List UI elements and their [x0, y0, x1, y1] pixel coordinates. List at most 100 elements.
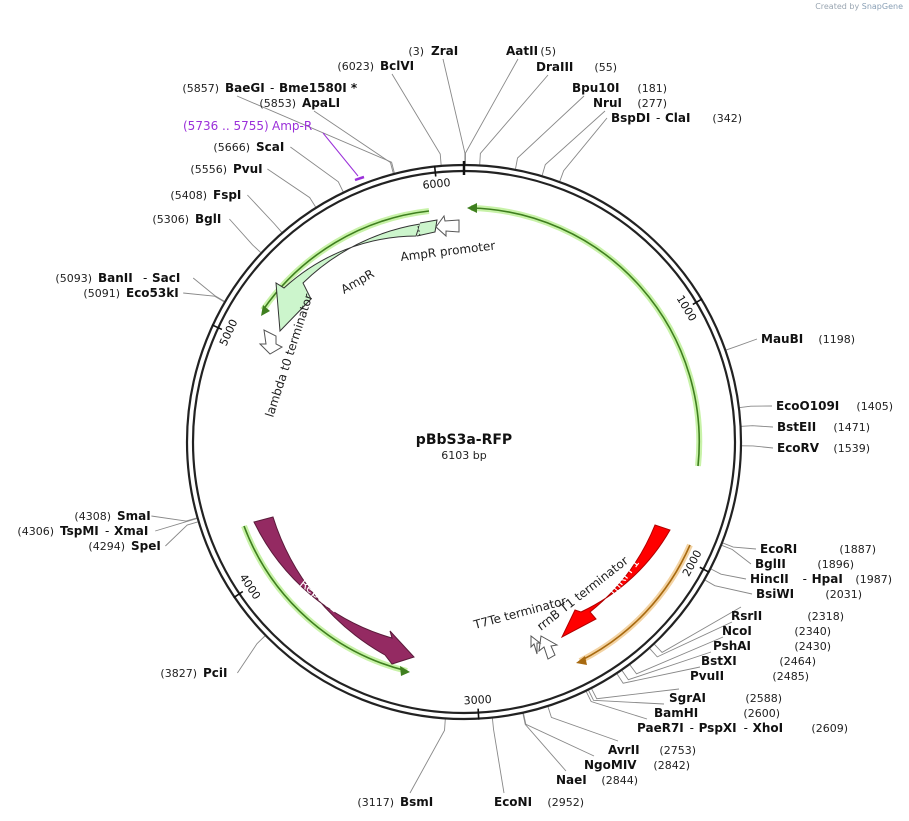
site-name: AatII: [506, 44, 538, 58]
site-baegi[interactable]: BaeGI-Bme1580I *(5857): [182, 81, 357, 95]
site-leader: [654, 606, 742, 654]
site-name: ZraI: [431, 44, 458, 58]
site-leader: [559, 117, 608, 182]
feature-t7te-terminator-arrow[interactable]: [530, 634, 542, 655]
site-name: BglII: [755, 557, 786, 571]
snapgene-branding: Created by SnapGene: [815, 2, 903, 11]
feature-rep101-arrow[interactable]: [253, 516, 415, 665]
site-bglii[interactable]: BglII(1896): [755, 557, 854, 571]
site-position: (342): [712, 112, 742, 125]
site-tspmi[interactable]: TspMI-XmaI(4306): [17, 524, 148, 538]
site-bgli[interactable]: BglI(5306): [152, 212, 221, 226]
site-name: SpeI: [131, 539, 161, 553]
site-bsteii[interactable]: BstEII(1471): [777, 420, 870, 434]
site-scai[interactable]: ScaI(5666): [213, 140, 284, 154]
site-name: MauBI: [761, 332, 803, 346]
site-pvuii[interactable]: PvuII(2485): [690, 669, 809, 683]
site-bpu10i[interactable]: Bpu10I(181): [572, 81, 667, 95]
feature-ampr-arrow[interactable]: [275, 223, 421, 333]
site-leader: [739, 405, 773, 408]
site-sgrai[interactable]: SgrAI(2588): [669, 691, 782, 705]
site-ncoi[interactable]: NcoI(2340): [722, 624, 831, 638]
site-pcii[interactable]: PciI(3827): [160, 666, 227, 680]
site-paer7i[interactable]: PaeR7I-PspXI-XhoI(2609): [637, 721, 848, 735]
site-name-separator: -: [744, 721, 748, 735]
site-position: (2842): [653, 759, 690, 772]
site-name: EcoNI: [494, 795, 532, 809]
site-ecorv[interactable]: EcoRV(1539): [777, 441, 870, 455]
site-bsiwi[interactable]: BsiWI(2031): [756, 587, 862, 601]
label-rep101: Rep101: [297, 576, 342, 615]
site-bstxi[interactable]: BstXI(2464): [701, 654, 816, 668]
site-position: (2844): [601, 774, 638, 787]
site-pshai[interactable]: PshAI(2430): [713, 639, 831, 653]
backbone-tick-6000: [433, 165, 437, 177]
feature-lambda-t0-terminator-arrow[interactable]: [258, 329, 284, 355]
site-name: PshAI: [713, 639, 751, 653]
site-name: BsmI: [400, 795, 433, 809]
site-name: BclVI: [380, 59, 414, 73]
site-position: (1987): [855, 573, 892, 586]
site-position: (5857): [182, 82, 219, 95]
site-bclvi[interactable]: BclVI(6023): [337, 59, 414, 73]
tick-label-1000: 1000: [674, 293, 700, 324]
site-banii[interactable]: BanII-SacI(5093): [55, 271, 180, 285]
primer-site-amp-r[interactable]: (5736 .. 5755) Amp-R: [183, 119, 365, 182]
site-name: NcoI: [722, 624, 752, 638]
site-leader: [151, 515, 197, 522]
branding-prefix: Created by: [815, 2, 860, 11]
site-position: (3827): [160, 667, 197, 680]
site-nrui[interactable]: NruI(277): [593, 96, 667, 110]
site-econi[interactable]: EcoNI(2952): [494, 795, 584, 809]
site-smai[interactable]: SmaI(4308): [74, 509, 150, 523]
site-spei[interactable]: SpeI (4294): [88, 539, 160, 553]
site-name: NruI: [593, 96, 622, 110]
site-position: (4294): [88, 540, 125, 553]
site-position: (2588): [745, 692, 782, 705]
site-eco53ki[interactable]: Eco53kI(5091): [83, 286, 178, 300]
site-position: (5091): [83, 287, 120, 300]
site-name: PspXI: [699, 721, 737, 735]
site-fspi[interactable]: FspI(5408): [170, 188, 241, 202]
site-leader: [267, 168, 316, 208]
site-name-separator: -: [270, 81, 274, 95]
site-leader: [711, 568, 747, 580]
site-leader: [192, 277, 225, 302]
site-ecoo109i[interactable]: EcoO109I(1405): [776, 399, 893, 413]
branding-product: SnapGene: [861, 2, 903, 11]
site-hincii[interactable]: HincII-HpaI(1987): [750, 572, 892, 586]
site-draiii[interactable]: DraIII(55): [536, 60, 617, 74]
site-aatii[interactable]: AatII(5): [506, 44, 556, 58]
site-position: (3): [408, 45, 424, 58]
site-avrii[interactable]: AvrII(2753): [608, 743, 696, 757]
site-position: (2753): [659, 744, 696, 757]
site-zrai[interactable]: ZraI (3): [408, 44, 458, 58]
site-leader: [722, 542, 757, 550]
feature-rrnb-t1-terminator-arrow[interactable]: [538, 635, 559, 660]
label-ampr: AmpR: [339, 267, 377, 297]
site-bspdi[interactable]: BspDI-ClaI(342): [611, 111, 742, 125]
site-bsmi[interactable]: BsmI(3117): [357, 795, 433, 809]
site-name-separator: -: [656, 111, 660, 125]
site-name: HincII: [750, 572, 789, 586]
site-bamhi[interactable]: BamHI(2600): [654, 706, 780, 720]
site-position: (2464): [779, 655, 816, 668]
site-leader: [585, 691, 648, 720]
site-position: (55): [594, 61, 617, 74]
feature-mrfp1-arrow[interactable]: [560, 524, 671, 639]
site-leader: [547, 706, 619, 742]
site-pvui[interactable]: PvuI(5556): [190, 162, 262, 176]
site-leader: [247, 194, 282, 233]
site-rsrii[interactable]: RsrII(2318): [731, 609, 844, 623]
label-ampr-promoter: AmpR promoter: [400, 238, 496, 264]
site-ngomiv[interactable]: NgoMIV(2842): [584, 758, 690, 772]
site-leader: [629, 636, 724, 675]
site-maubi[interactable]: MauBI(1198): [761, 332, 855, 346]
site-naei[interactable]: NaeI(2844): [556, 773, 638, 787]
site-position: (1887): [839, 543, 876, 556]
site-position: (181): [637, 82, 667, 95]
site-ecori[interactable]: EcoRI(1887): [760, 542, 876, 556]
feature-ampr-promoter-arrow[interactable]: [435, 214, 460, 238]
site-apali[interactable]: ApaLI(5853): [259, 96, 340, 110]
